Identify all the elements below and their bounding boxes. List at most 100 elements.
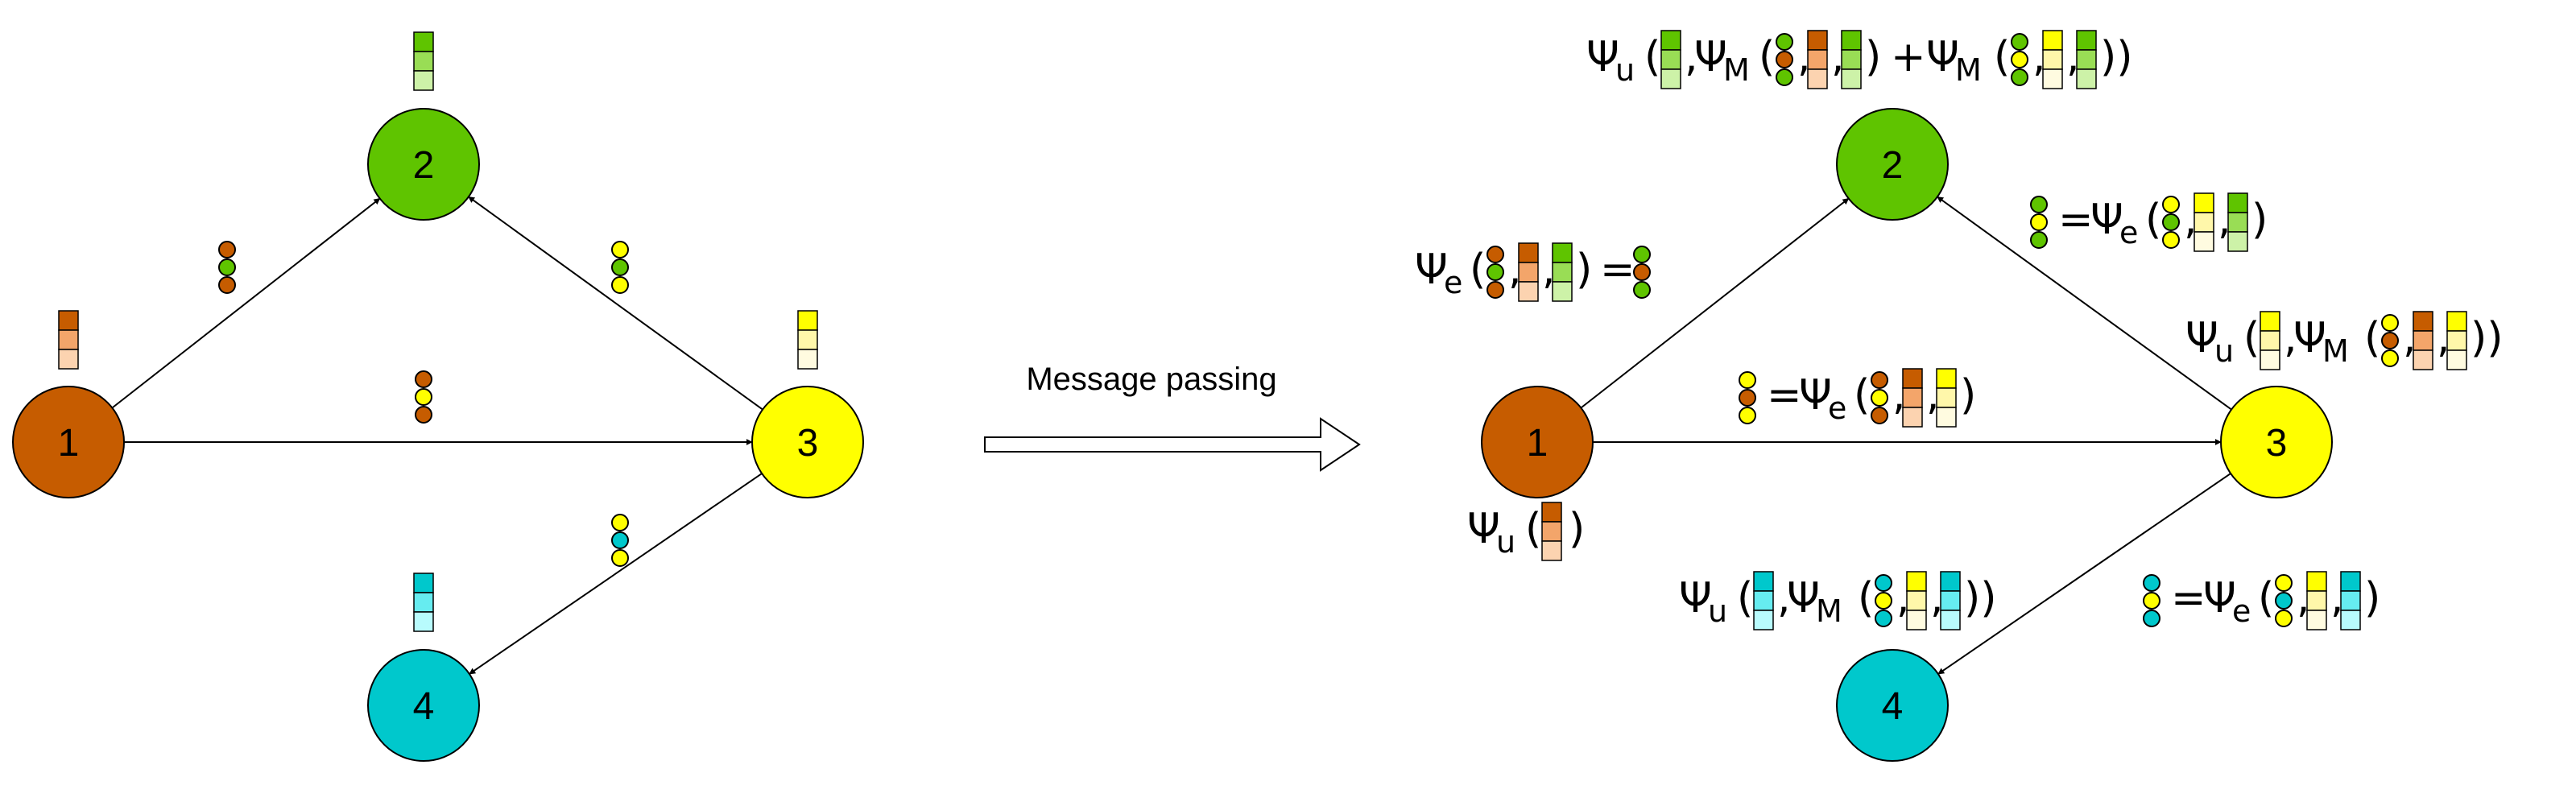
node-3: 3 bbox=[2220, 386, 2333, 498]
node-2: 2 bbox=[367, 108, 480, 221]
message-dot bbox=[2011, 51, 2028, 68]
message-dot bbox=[1875, 610, 1892, 627]
feature-cell bbox=[413, 611, 434, 632]
feature-cell bbox=[2194, 231, 2214, 252]
feature-cell bbox=[2227, 212, 2248, 233]
node-2-label: 2 bbox=[1882, 144, 1904, 187]
feature-cell bbox=[1552, 242, 1573, 263]
node-4-circle bbox=[367, 649, 480, 762]
message-dot bbox=[415, 388, 432, 406]
feature-cell bbox=[1753, 590, 1774, 611]
message-passing-label: Message passing bbox=[1026, 362, 1276, 397]
message-dot bbox=[611, 514, 629, 531]
feature-cell bbox=[1660, 49, 1681, 70]
subscript: M bbox=[1816, 593, 1842, 629]
feature-cell bbox=[1936, 368, 1957, 389]
feature-cell bbox=[1902, 368, 1923, 389]
equals-sign: = bbox=[2171, 574, 2206, 622]
feature-cell bbox=[2413, 311, 2433, 332]
feature-vector bbox=[2227, 192, 2248, 252]
message-dot bbox=[2381, 314, 2399, 332]
feature-cell bbox=[413, 70, 434, 91]
feature-cell bbox=[2306, 571, 2327, 592]
message-dots bbox=[2011, 33, 2028, 86]
node-4: 4 bbox=[367, 649, 480, 762]
message-dot bbox=[1739, 371, 1756, 389]
node-2: 2 bbox=[1836, 108, 1949, 221]
feature-vector bbox=[1936, 368, 1957, 428]
feature-cell bbox=[2306, 610, 2327, 630]
message-dot bbox=[1875, 592, 1892, 610]
node-3: 3 bbox=[751, 386, 864, 498]
feature-vector bbox=[1841, 30, 1862, 89]
feature-cell bbox=[2340, 571, 2361, 592]
feature-cell bbox=[2260, 330, 2280, 351]
feature-cell bbox=[1841, 68, 1862, 89]
feature-cell bbox=[413, 573, 434, 593]
feature-cell bbox=[58, 329, 79, 350]
feature-cell bbox=[2413, 349, 2433, 370]
node-1-circle bbox=[12, 386, 125, 498]
message-dot bbox=[611, 531, 629, 549]
feature-vector bbox=[58, 310, 79, 370]
feature-vector bbox=[797, 310, 818, 370]
message-dot bbox=[2162, 196, 2180, 213]
formula-node-1-update: Ψu() bbox=[1467, 502, 1585, 561]
feature-cell bbox=[58, 310, 79, 331]
message-dot bbox=[2275, 574, 2293, 592]
feature-cell bbox=[2446, 349, 2467, 370]
message-dots bbox=[1871, 371, 1888, 424]
feature-cell bbox=[1936, 407, 1957, 428]
feature-vector bbox=[2194, 192, 2214, 252]
feature-cell bbox=[2306, 590, 2327, 611]
feature-cell bbox=[1906, 571, 1927, 592]
feature-cell bbox=[2194, 212, 2214, 233]
subscript: u bbox=[1615, 52, 1635, 88]
message-dots bbox=[1776, 33, 1793, 86]
message-dot bbox=[2030, 213, 2048, 231]
open-paren: ( bbox=[1525, 505, 1541, 553]
open-paren: ( bbox=[2243, 314, 2260, 362]
message-dot bbox=[1871, 371, 1888, 389]
message-dot bbox=[2381, 332, 2399, 349]
message-dot bbox=[2143, 574, 2160, 592]
feature-cell bbox=[1552, 281, 1573, 302]
message-dot bbox=[415, 406, 432, 424]
plus-sign: + bbox=[1891, 33, 1926, 81]
node-1: 1 bbox=[1481, 386, 1594, 498]
message-dot bbox=[2162, 213, 2180, 231]
message-dot bbox=[2275, 592, 2293, 610]
feature-cell bbox=[2446, 311, 2467, 332]
edge-1-2 bbox=[111, 197, 381, 409]
right-nodes: 1 2 3 4 bbox=[1481, 108, 2333, 762]
feature-cell bbox=[1936, 387, 1957, 408]
psi-symbol: Ψ bbox=[1694, 33, 1727, 81]
message-dot bbox=[1871, 389, 1888, 407]
feature-cell bbox=[2194, 192, 2214, 213]
feature-cell bbox=[1807, 49, 1828, 70]
feature-vector bbox=[2260, 311, 2280, 370]
feature-vector bbox=[1518, 242, 1539, 302]
feature-cell bbox=[1902, 387, 1923, 408]
feature-cell bbox=[1541, 521, 1562, 542]
close-paren: )) bbox=[1964, 574, 1997, 622]
feature-cell bbox=[1940, 610, 1961, 630]
feature-cell bbox=[2446, 330, 2467, 351]
feature-cell bbox=[2227, 192, 2248, 213]
node-3-label: 3 bbox=[2266, 422, 2288, 465]
edge-1-2 bbox=[1580, 197, 1850, 409]
equals-sign: = bbox=[1600, 246, 1635, 294]
formula-node-4-update: Ψu(,ΨM(,,)) bbox=[1679, 571, 1997, 630]
node-4: 4 bbox=[1836, 649, 1949, 762]
feature-cell bbox=[2076, 30, 2097, 51]
feature-cell bbox=[1541, 540, 1562, 561]
message-dot bbox=[611, 276, 629, 294]
message-dots bbox=[1486, 246, 1504, 299]
open-paren: ( bbox=[1858, 574, 1874, 622]
edge-3-4 bbox=[1937, 473, 2231, 675]
feature-cell bbox=[1841, 30, 1862, 51]
right-edges bbox=[1580, 196, 2232, 675]
node-1-circle bbox=[1481, 386, 1594, 498]
close-paren: ) bbox=[2364, 574, 2380, 622]
formula-edge-3-4-message: =Ψe(,,) bbox=[2143, 571, 2380, 630]
